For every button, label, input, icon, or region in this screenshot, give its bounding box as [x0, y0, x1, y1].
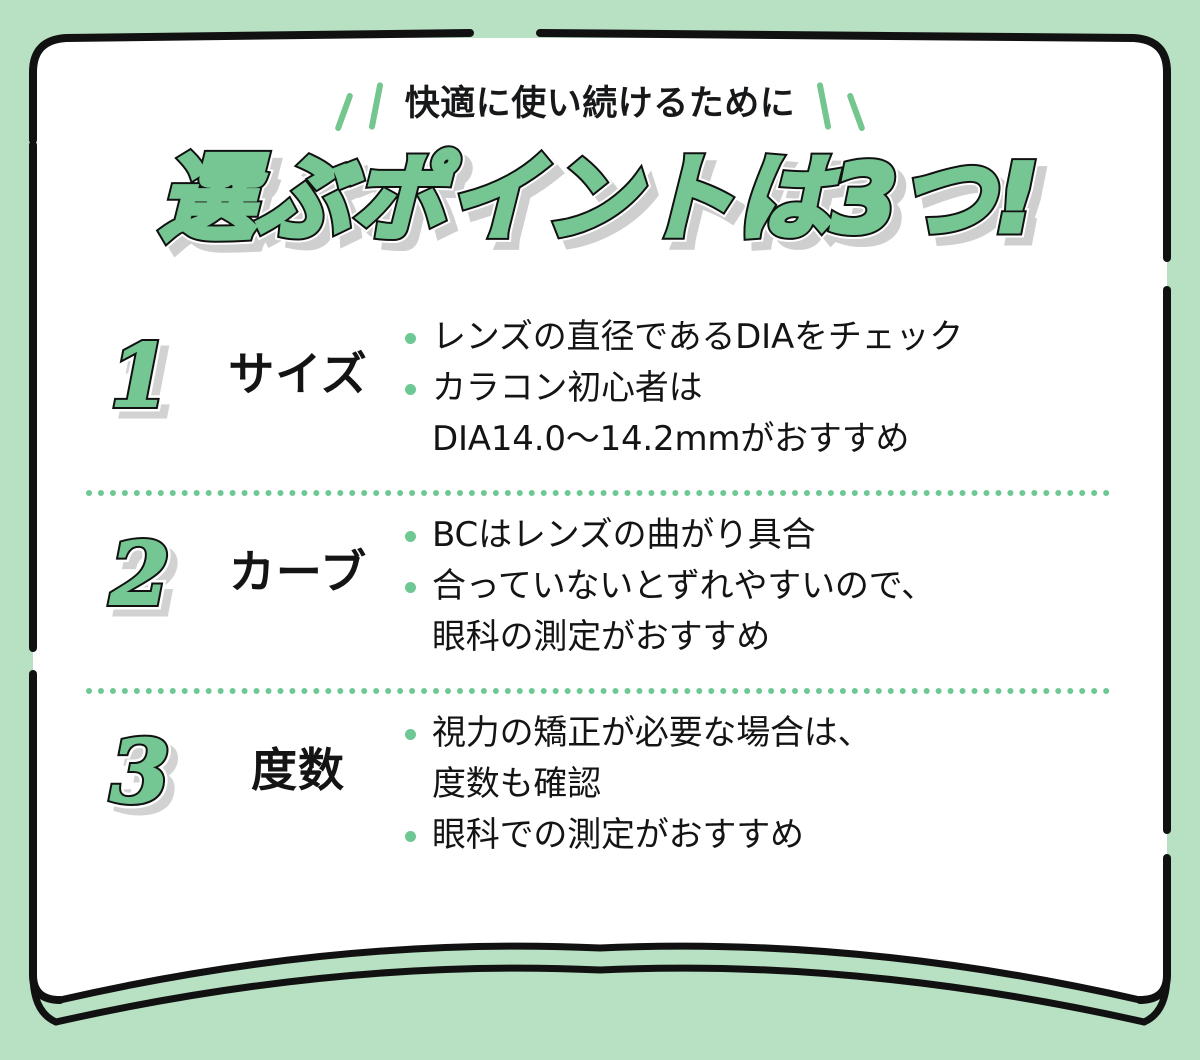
slash-mark-left-inner: [368, 81, 384, 131]
point-row: 1 1 1 1 サイズ レンズの直径であるDIAをチェック カラコン初心者は: [86, 308, 1110, 480]
number-green-layer: 3: [109, 722, 171, 823]
point-number: 3 3 3 3: [105, 722, 183, 828]
eyebrow-row: 快適に使い続けるために: [331, 76, 870, 132]
point-label: 度数: [251, 743, 345, 797]
bullet-line-continuation: 眼科の測定がおすすめ: [432, 617, 770, 657]
section-divider: [86, 688, 1110, 694]
point-number-cell: 1 1 1 1: [86, 308, 194, 432]
point-bullets: レンズの直径であるDIAをチェック カラコン初心者は DIA14.0〜14.2m…: [402, 308, 1110, 465]
point-label: カーブ: [228, 545, 368, 599]
bullet-line: カラコン初心者は: [432, 368, 703, 408]
list-item: 視力の矯正が必要な場合は、 度数も確認: [402, 708, 1110, 810]
bullet-line: 眼科での測定がおすすめ: [432, 815, 804, 855]
slash-mark-right-inner: [816, 81, 832, 131]
bullet-line: レンズの直径であるDIAをチェック: [432, 317, 964, 357]
point-number: 2 2 2 2: [105, 524, 183, 630]
section-divider: [86, 490, 1110, 496]
point-number-cell: 3 3 3 3: [86, 704, 194, 828]
point-number-cell: 2 2 2 2: [86, 506, 194, 630]
bullet-line-continuation: 度数も確認: [432, 764, 601, 804]
point-label-cell: 度数: [194, 704, 402, 800]
list-item: カラコン初心者は DIA14.0〜14.2mmがおすすめ: [402, 363, 1110, 465]
list-item: レンズの直径であるDIAをチェック: [402, 312, 1110, 363]
bullet-line: 合っていないとずれやすいので、: [432, 566, 935, 606]
bullet-line: 視力の矯正が必要な場合は、: [432, 713, 872, 753]
slash-mark-right-outer: [846, 92, 866, 132]
number-green-layer: 2: [109, 524, 171, 625]
point-number: 1 1 1 1: [105, 326, 183, 432]
header-block: 快適に使い続けるために 選ぶポイントは3つ! 選ぶポイントは3つ! 選ぶポイント…: [0, 76, 1200, 269]
list-item: 合っていないとずれやすいので、 眼科の測定がおすすめ: [402, 561, 1110, 663]
eyebrow-text: 快適に使い続けるために: [404, 84, 796, 124]
point-label: サイズ: [228, 347, 368, 401]
number-green-layer: 1: [109, 326, 171, 427]
points-list: 1 1 1 1 サイズ レンズの直径であるDIAをチェック カラコン初心者は: [86, 308, 1110, 876]
point-bullets: BCはレンズの曲がり具合 合っていないとずれやすいので、 眼科の測定がおすすめ: [402, 506, 1110, 663]
point-row: 2 2 2 2 カーブ BCはレンズの曲がり具合 合っていないとずれやすいので、: [86, 506, 1110, 678]
title-green-layer: 選ぶポイントは3つ!: [157, 143, 1041, 257]
bullet-line-continuation: DIA14.0〜14.2mmがおすすめ: [432, 419, 910, 459]
list-item: 眼科での測定がおすすめ: [402, 810, 1110, 861]
point-label-cell: カーブ: [194, 506, 402, 602]
bullet-line: BCはレンズの曲がり具合: [432, 515, 816, 555]
point-label-cell: サイズ: [194, 308, 402, 404]
list-item: BCはレンズの曲がり具合: [402, 510, 1110, 561]
page-title: 選ぶポイントは3つ! 選ぶポイントは3つ! 選ぶポイントは3つ! 選ぶポイントは…: [0, 139, 1200, 269]
point-bullets: 視力の矯正が必要な場合は、 度数も確認 眼科での測定がおすすめ: [402, 704, 1110, 861]
slash-mark-left-outer: [334, 92, 354, 132]
point-row: 3 3 3 3 度数 視力の矯正が必要な場合は、 度数も確認 眼科での測定が: [86, 704, 1110, 876]
